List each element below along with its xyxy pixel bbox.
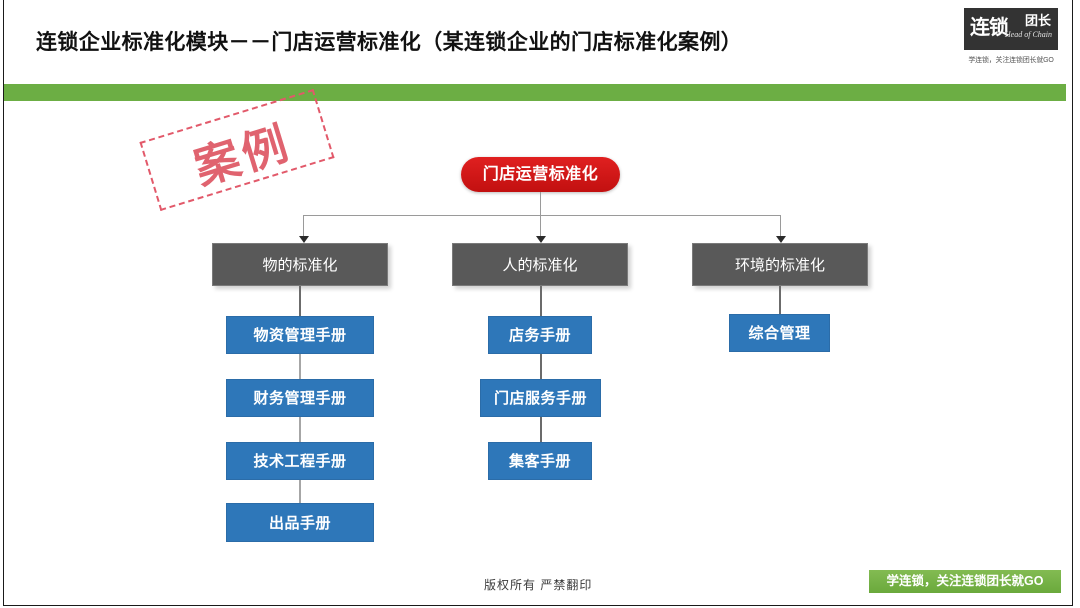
arrow-down-icon-center <box>536 236 546 243</box>
connector-b1-to-item1 <box>299 286 301 316</box>
leaf-node-2-3[interactable]: 集客手册 <box>488 442 592 480</box>
leaf-node-2-2[interactable]: 门店服务手册 <box>480 379 601 417</box>
connector-drop-right <box>780 215 781 239</box>
branch-node-3[interactable]: 环境的标准化 <box>692 243 868 286</box>
connector-b1-item3-item4 <box>299 480 301 503</box>
slide-header: 连锁企业标准化模块－－门店运营标准化（某连锁企业的门店标准化案例） 连锁 团长 … <box>4 0 1072 80</box>
logo-tagline: 学连锁，关注连锁团长就GO <box>968 57 1054 64</box>
logo-sub-text: 团长 <box>1024 13 1051 28</box>
slide-border-right <box>1072 0 1073 606</box>
leaf-node-1-2[interactable]: 财务管理手册 <box>226 379 374 417</box>
leaf-node-3-1[interactable]: 综合管理 <box>729 314 830 352</box>
logo-badge: 连锁 团长 Head of Chain <box>964 8 1058 50</box>
copyright-text: 版权所有 严禁翻印 <box>484 578 593 592</box>
branch-node-2[interactable]: 人的标准化 <box>452 243 628 286</box>
leaf-node-2-1[interactable]: 店务手册 <box>488 316 592 354</box>
arrow-down-icon-left <box>299 236 309 243</box>
connector-b1-item1-item2 <box>299 354 301 379</box>
logo-english-text: Head of Chain <box>1004 30 1052 39</box>
branch-node-1[interactable]: 物的标准化 <box>212 243 388 286</box>
slide-border-left <box>3 0 4 606</box>
leaf-node-1-3[interactable]: 技术工程手册 <box>226 442 374 480</box>
connector-b2-to-item1 <box>540 286 542 316</box>
footer-promo-badge: 学连锁，关注连锁团长就GO <box>869 570 1061 593</box>
leaf-node-1-4[interactable]: 出品手册 <box>226 503 374 542</box>
connector-drop-center <box>540 215 541 239</box>
root-node[interactable]: 门店运营标准化 <box>461 157 620 192</box>
connector-b1-item2-item3 <box>299 417 301 442</box>
header-accent-bar <box>4 84 1066 101</box>
connector-b2-item2-item3 <box>540 417 542 442</box>
connector-drop-left <box>303 215 304 239</box>
connector-b3-to-item1 <box>779 286 781 314</box>
connector-root-stem <box>540 192 541 216</box>
brand-logo: 连锁 团长 Head of Chain 学连锁，关注连锁团长就GO <box>964 8 1058 65</box>
arrow-down-icon-right <box>776 236 786 243</box>
leaf-node-1-1[interactable]: 物资管理手册 <box>226 316 374 354</box>
slide-border-bottom <box>3 605 1073 606</box>
connector-b2-item1-item2 <box>540 354 542 379</box>
page-title: 连锁企业标准化模块－－门店运营标准化（某连锁企业的门店标准化案例） <box>36 31 743 54</box>
logo-main-text: 连锁 <box>970 17 1009 39</box>
connector-horizontal-bus <box>303 215 780 216</box>
